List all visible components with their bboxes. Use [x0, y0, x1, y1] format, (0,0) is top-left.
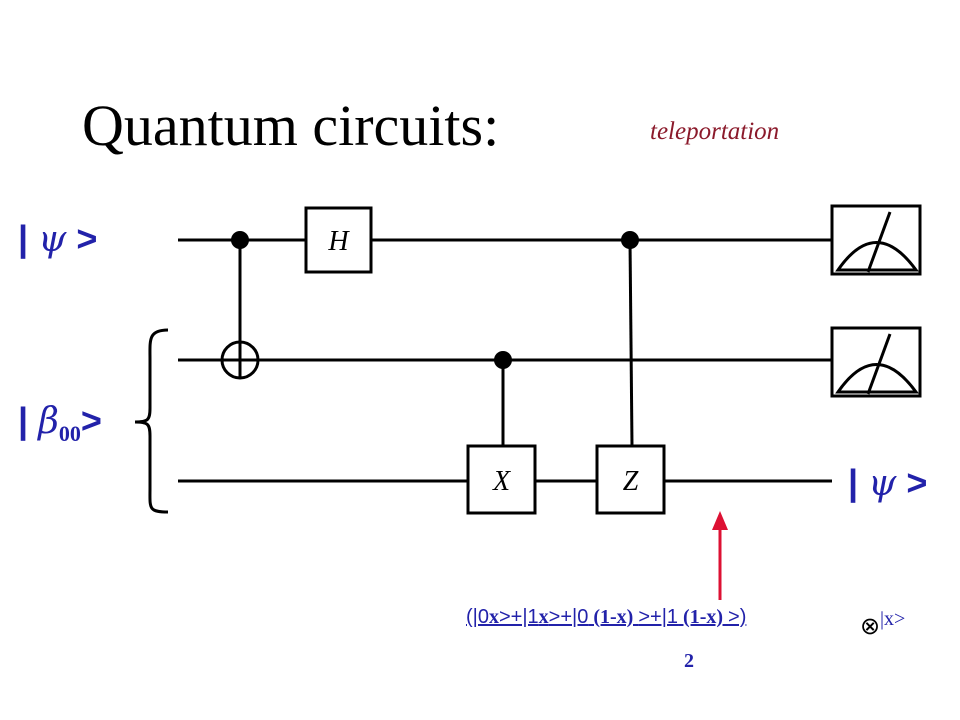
page-title: Quantum circuits:	[82, 93, 500, 158]
cnot-control-dot	[231, 231, 249, 249]
cz-control-dot	[621, 231, 639, 249]
cnot-target-icon	[220, 340, 260, 380]
formula-open: (|0	[466, 606, 489, 628]
output-ket-suffix: >	[906, 462, 928, 503]
page-subtitle: teleportation	[650, 118, 780, 145]
formula-e1: (1-x)	[588, 606, 639, 628]
state-formula: (|0x>+|1x>+|0 (1-x) >+|1 (1-x) >)	[466, 606, 746, 629]
bell-ket-symbol: β	[38, 401, 59, 442]
pauli-x-label: X	[492, 466, 511, 497]
meter-icon-middle	[830, 326, 922, 398]
tensor-product-icon: ⊗	[860, 612, 881, 640]
state-arrow-head	[712, 511, 728, 530]
formula-part3: >+|0	[548, 606, 589, 628]
bell-ket: | β00>	[18, 400, 102, 447]
pauli-x-gate	[466, 444, 537, 515]
formula-denominator: 2	[684, 650, 694, 672]
brace-icon	[134, 328, 169, 514]
input-ket-prefix: |	[18, 218, 29, 259]
output-ket: | ψ >	[848, 462, 927, 504]
bell-ket-suffix: >	[80, 400, 102, 441]
cx-control-dot	[494, 351, 512, 369]
formula-numerator: (|0x>+|1x>+|0 (1-x) >+|1 (1-x) >)	[466, 606, 746, 628]
output-ket-prefix: |	[848, 462, 859, 503]
formula-e2: (1-x)	[678, 606, 729, 628]
bell-ket-prefix: |	[18, 400, 29, 441]
formula-tail: |x>	[880, 608, 906, 630]
cz-connector	[628, 239, 634, 447]
formula-x1: x	[488, 606, 499, 628]
formula-part4: >+|1	[638, 606, 679, 628]
input-ket-symbol: ψ	[38, 219, 67, 260]
input-ket: | ψ >	[18, 218, 97, 260]
output-ket-symbol: ψ	[868, 463, 897, 504]
formula-x2: x	[538, 606, 549, 628]
hadamard-gate	[304, 206, 373, 274]
hadamard-label: H	[327, 226, 350, 257]
meter-icon-top	[830, 204, 922, 276]
pauli-z-label: Z	[623, 466, 639, 497]
pauli-z-gate	[595, 444, 666, 515]
input-ket-suffix: >	[76, 218, 98, 259]
bell-ket-subscript: 00	[58, 421, 81, 447]
formula-close: >)	[728, 606, 747, 628]
formula-part2: >+|1	[498, 606, 539, 628]
